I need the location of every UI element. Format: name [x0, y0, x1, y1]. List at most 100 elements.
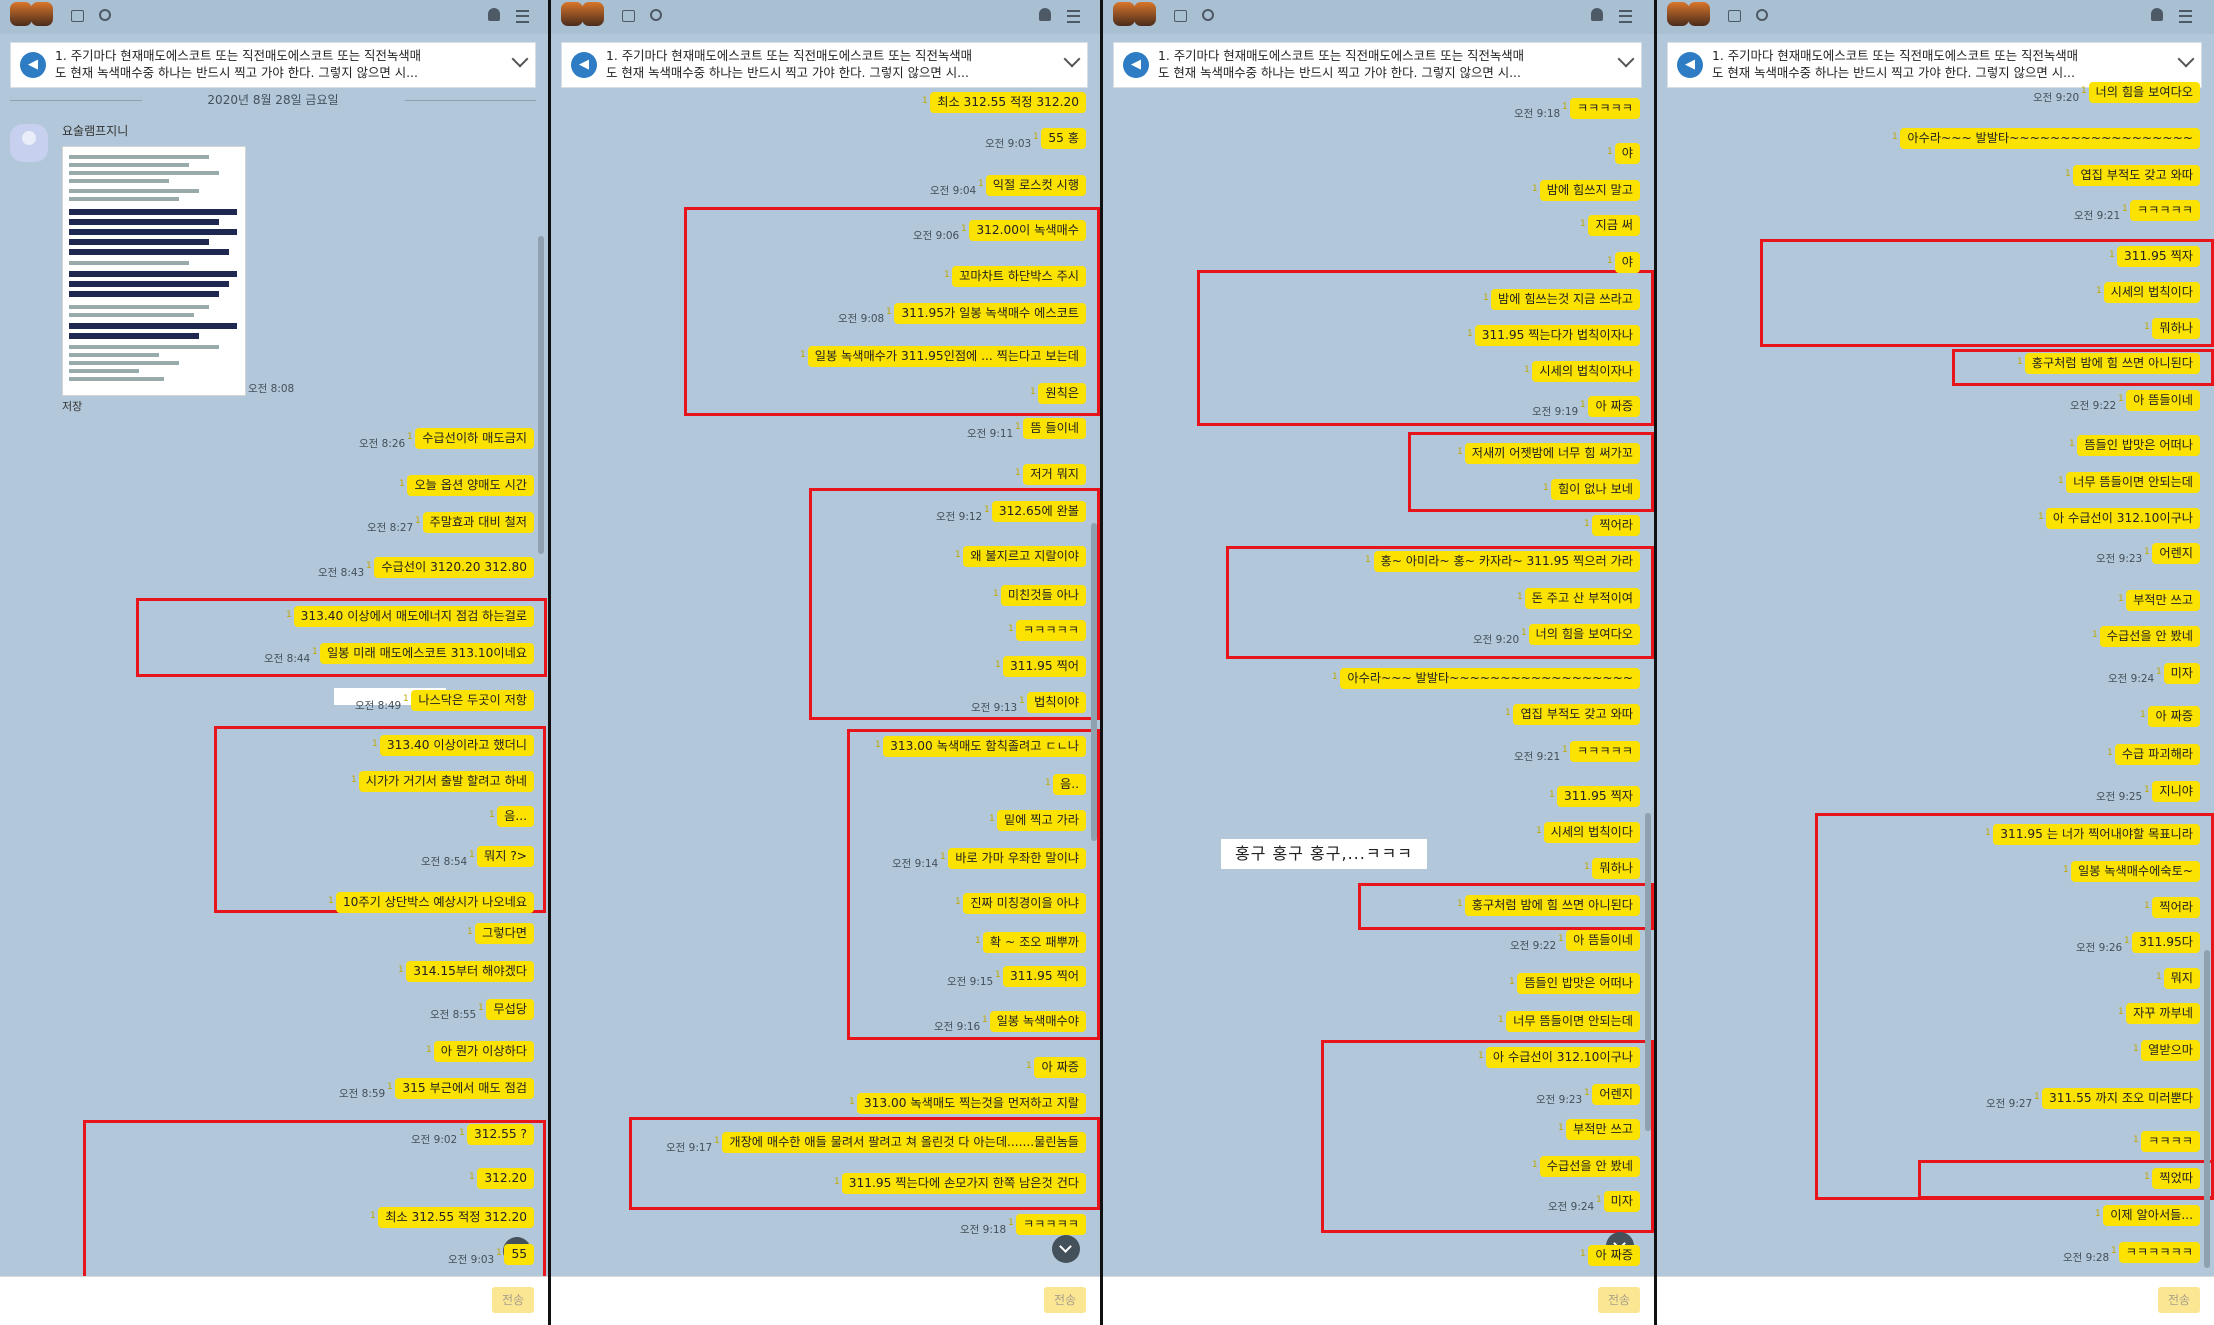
menu-icon[interactable]: [2179, 10, 2192, 23]
chat-bubble[interactable]: 일봉 미래 매도에스코트 313.10이네요: [319, 643, 534, 664]
chat-bubble[interactable]: 아 수급선이 312.10이구나: [2045, 508, 2200, 529]
chat-bubble[interactable]: 일봉 녹색매수가 311.95인점에 ... 찍는다고 보는데: [807, 346, 1086, 367]
chat-bubble[interactable]: 뭐지 ?>: [477, 846, 534, 867]
chat-bubble[interactable]: 야: [1614, 143, 1640, 164]
chat-bubble[interactable]: 바로 가마 우좌한 말이냐: [948, 848, 1086, 869]
profile-avatar[interactable]: [1667, 2, 1689, 26]
chat-bubble[interactable]: 찍어라: [2152, 897, 2200, 918]
chat-bubble[interactable]: 홍구처럼 밤에 힘 쓰면 아니된다: [1464, 895, 1640, 916]
chat-bubble[interactable]: 아수라~~~ 발발타~~~~~~~~~~~~~~~~~~: [1900, 128, 2200, 149]
chat-bubble[interactable]: 311.95 찍자: [2117, 246, 2200, 267]
chat-bubble[interactable]: 아 뜸들이네: [1566, 930, 1640, 951]
message-input[interactable]: 전송: [1103, 1276, 1654, 1325]
scrollbar[interactable]: [1645, 813, 1651, 1131]
chat-bubble[interactable]: 주말효과 대비 철저: [422, 512, 534, 533]
chat-bubble[interactable]: 너무 뜸들이면 안되는데: [1506, 1011, 1640, 1032]
profile-avatar-2[interactable]: [31, 2, 53, 26]
chat-bubble[interactable]: ㅋㅋㅋㅋㅋ: [1569, 741, 1640, 762]
chat-bubble[interactable]: 아 뭔가 이상하다: [433, 1041, 534, 1062]
chat-bubble[interactable]: 아수라~~~ 발발타~~~~~~~~~~~~~~~~~~: [1340, 668, 1640, 689]
chat-bubble[interactable]: 왜 불지르고 지랄이야: [963, 546, 1086, 567]
chat-bubble[interactable]: 개장에 매수한 애들 물려서 팔려고 쳐 올린것 다 아는데.......물린놈…: [722, 1132, 1086, 1153]
search-icon[interactable]: [1756, 9, 1768, 21]
chat-bubble[interactable]: 시세의 법칙이다: [1543, 822, 1640, 843]
send-button[interactable]: 전송: [1598, 1287, 1640, 1313]
chat-bubble[interactable]: 돈 주고 산 부적이여: [1524, 588, 1640, 609]
chat-bubble[interactable]: 그렇다면: [475, 923, 534, 944]
chat-bubble[interactable]: 무섭당: [486, 999, 534, 1020]
chat-bubble[interactable]: ㅋㅋㅋㅋㅋㅋ: [2118, 1242, 2200, 1263]
shared-image[interactable]: [62, 146, 246, 396]
chat-bubble[interactable]: 311.95 찍어: [1003, 656, 1086, 677]
chat-bubble[interactable]: 시세의 법칙이자나: [1532, 361, 1640, 382]
chat-bubble[interactable]: 찍었따: [2152, 1168, 2200, 1189]
chat-bubble[interactable]: 뜸들인 밥맛은 어떠나: [2077, 435, 2200, 456]
chat-bubble[interactable]: 음..: [1053, 774, 1086, 795]
chat-bubble[interactable]: 찍어라: [1592, 515, 1640, 536]
chat-bubble[interactable]: 아 수급선이 312.10이구나: [1485, 1047, 1640, 1068]
chat-bubble[interactable]: 저새끼 어젯밤에 너무 힘 써가꼬: [1464, 443, 1640, 464]
chat-bubble[interactable]: ㅋㅋㅋㅋㅋ: [2129, 200, 2200, 221]
profile-avatar-2[interactable]: [582, 2, 604, 26]
message-input[interactable]: 전송: [0, 1276, 548, 1325]
chat-bubble[interactable]: 밤에 힘쓰지 말고: [1539, 180, 1640, 201]
chat-bubble[interactable]: 313.00 녹색매도 함칙졸려고 ㄷㄴ나: [883, 736, 1086, 757]
chevron-down-icon[interactable]: [511, 50, 529, 68]
chat-bubble[interactable]: 10주기 상단박스 예상시가 나오네요: [335, 892, 534, 913]
profile-avatar-2[interactable]: [1134, 2, 1156, 26]
chat-bubble[interactable]: 저거 뭐지: [1023, 464, 1086, 485]
chat-bubble[interactable]: 314.15부터 해야겠다: [406, 961, 534, 982]
profile-avatar-2[interactable]: [1688, 2, 1710, 26]
bell-icon[interactable]: [488, 8, 500, 21]
chevron-down-icon[interactable]: [1617, 50, 1635, 68]
chat-bubble[interactable]: 꼬마차트 하단박스 주시: [952, 266, 1086, 287]
chat-bubble[interactable]: 밑에 찍고 가라: [996, 810, 1086, 831]
chat-bubble[interactable]: 미친것들 아나: [1000, 585, 1086, 606]
chat-bubble[interactable]: 313.40 이상에서 매도에너지 점검 하는걸로: [293, 606, 534, 627]
chat-bubble[interactable]: 312.55 ?: [467, 1124, 534, 1145]
notice-banner[interactable]: ◀ 1. 주기마다 현재매도에스코트 또는 직전매도에스코트 또는 직전녹색매 …: [10, 42, 536, 88]
chat-bubble[interactable]: 뜸들인 밥맛은 어떠나: [1517, 973, 1640, 994]
drawer-icon[interactable]: [1174, 10, 1187, 22]
chat-bubble[interactable]: 일봉 녹색매수에숙토~: [2071, 861, 2200, 882]
chat-bubble[interactable]: 아 짜증: [1588, 396, 1640, 417]
chat-bubble[interactable]: 지니야: [2152, 781, 2200, 802]
chat-bubble[interactable]: 311.95다: [2132, 932, 2200, 953]
send-button[interactable]: 전송: [492, 1287, 534, 1313]
chat-bubble[interactable]: 미자: [1603, 1191, 1640, 1212]
chat-bubble[interactable]: 315 부근에서 매도 점검: [395, 1078, 534, 1099]
sender-avatar[interactable]: [10, 124, 48, 162]
chat-bubble[interactable]: 엽집 부적도 갖고 와따: [2073, 165, 2200, 186]
chat-bubble[interactable]: 자꾸 까부네: [2126, 1003, 2200, 1024]
chat-bubble[interactable]: 너의 힘을 보여다오: [2088, 82, 2200, 103]
chat-bubble[interactable]: 어렌지: [1592, 1084, 1640, 1105]
chat-bubble[interactable]: 55: [504, 1244, 534, 1265]
chat-bubble[interactable]: 원칙은: [1038, 383, 1086, 404]
chat-bubble[interactable]: 312.00이 녹색매수: [969, 220, 1086, 241]
chat-bubble[interactable]: 엽집 부적도 갖고 와따: [1513, 704, 1640, 725]
chat-bubble[interactable]: 야: [1614, 252, 1640, 273]
drawer-icon[interactable]: [71, 10, 84, 22]
chat-bubble[interactable]: ㅋㅋㅋㅋ: [2141, 1131, 2200, 1152]
chat-bubble[interactable]: ㅋㅋㅋㅋㅋ: [1569, 98, 1640, 119]
chat-bubble[interactable]: 아 짜증: [2148, 706, 2200, 727]
chat-bubble[interactable]: 밤에 힘쓰는것 지금 쓰라고: [1491, 289, 1640, 310]
chat-bubble[interactable]: 너무 뜸들이면 안되는데: [2066, 472, 2200, 493]
scrollbar[interactable]: [1091, 523, 1097, 841]
profile-avatar[interactable]: [561, 2, 583, 26]
chat-bubble[interactable]: 익절 로스컷 시행: [985, 175, 1086, 196]
scrollbar[interactable]: [2204, 950, 2210, 1268]
save-link[interactable]: 저장: [62, 400, 83, 413]
chat-bubble[interactable]: 진짜 미칭경이을 아냐: [963, 893, 1086, 914]
chat-bubble[interactable]: 오늘 옵션 양매도 시간: [407, 475, 534, 496]
chat-bubble[interactable]: 312.20: [477, 1168, 534, 1189]
chat-bubble[interactable]: 313.00 녹색매도 찍는것을 먼저하고 지랄: [856, 1093, 1086, 1114]
drawer-icon[interactable]: [622, 10, 635, 22]
chat-bubble[interactable]: 아 짜증: [1034, 1057, 1086, 1078]
send-button[interactable]: 전송: [1044, 1287, 1086, 1313]
chat-bubble[interactable]: 311.95가 일봉 녹색매수 에스코트: [894, 303, 1086, 324]
chat-bubble[interactable]: 수급선이 3120.20 312.80: [374, 557, 534, 578]
notice-banner[interactable]: ◀ 1. 주기마다 현재매도에스코트 또는 직전매도에스코트 또는 직전녹색매 …: [561, 42, 1088, 88]
search-icon[interactable]: [99, 9, 111, 21]
chat-bubble[interactable]: 수급선을 안 봤네: [1539, 1156, 1640, 1177]
